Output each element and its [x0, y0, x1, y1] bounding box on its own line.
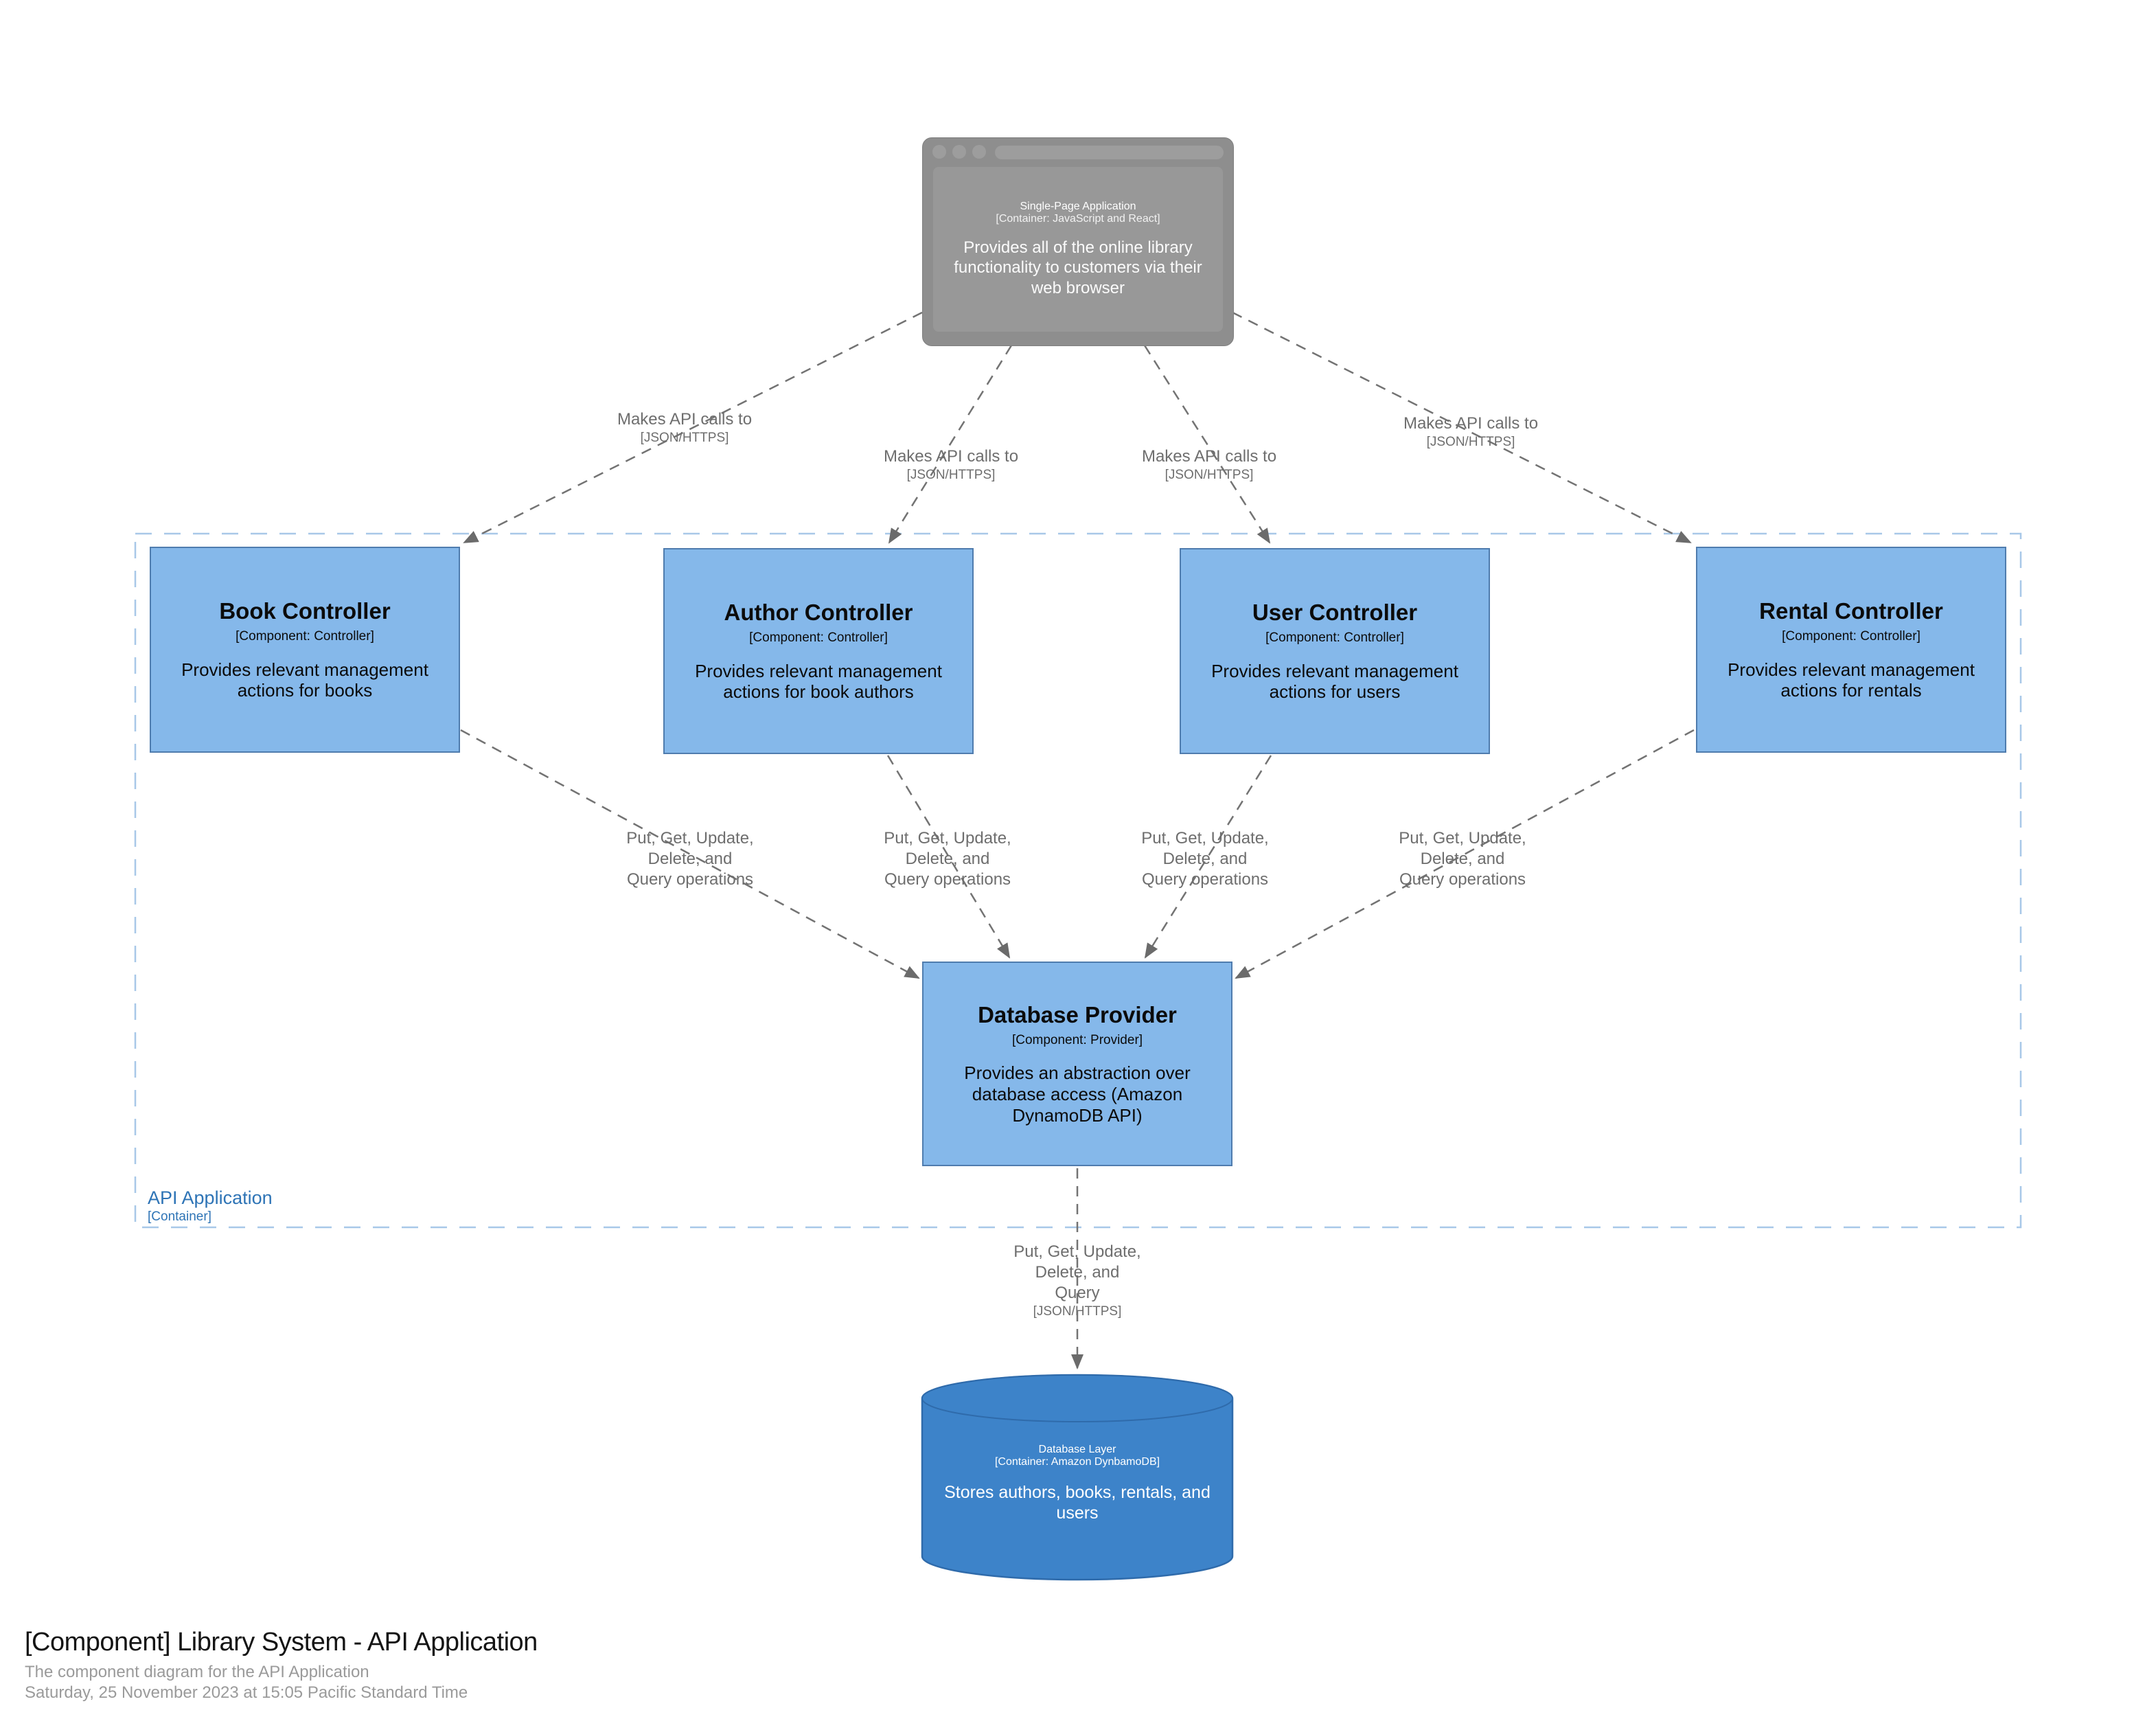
edge-label-text: Query operations — [1399, 870, 1526, 889]
edge-book-provider — [460, 729, 920, 979]
edge-label-text: Put, Get, Update, — [1013, 1242, 1141, 1261]
edge-label-text: Makes API calls to — [617, 410, 753, 429]
edge-label-api-calls-rental: Makes API calls to [JSON/HTTPS] — [1403, 413, 1538, 451]
node-single-page-application[interactable]: Single-Page Application [Container: Java… — [922, 137, 1234, 346]
edge-label-text: Query — [1055, 1284, 1100, 1302]
browser-content-pane: Single-Page Application [Container: Java… — [933, 167, 1223, 332]
browser-dot-icon — [932, 145, 946, 159]
diagram-title-block: [Component] Library System - API Applica… — [25, 1626, 538, 1703]
node-description: Stores authors, books, rentals, and user… — [944, 1483, 1211, 1523]
diagram-subtitle: The component diagram for the API Applic… — [25, 1663, 369, 1681]
edge-label-text: Put, Get, Update, — [626, 829, 754, 848]
node-type: [Component: Controller] — [1782, 628, 1920, 644]
edge-label-crud-database: Put, Get, Update, Delete, and Query [JSO… — [1013, 1242, 1140, 1320]
node-type: [Component: Controller] — [236, 628, 374, 644]
node-description: Provides relevant management actions for… — [1728, 659, 1975, 701]
browser-address-bar — [995, 146, 1224, 159]
boundary-label: API Application [Container] — [148, 1187, 273, 1225]
edge-label-text: Query operations — [626, 870, 754, 889]
node-title: Book Controller — [219, 598, 391, 624]
edge-label-text: Makes API calls to — [883, 447, 1019, 466]
node-rental-controller[interactable]: Rental Controller [Component: Controller… — [1696, 547, 2006, 753]
diagram-title: [Component] Library System - API Applica… — [25, 1628, 538, 1657]
diagram-timestamp: Saturday, 25 November 2023 at 15:05 Paci… — [25, 1683, 468, 1702]
node-database-layer[interactable]: Database Layer [Container: Amazon Dynbam… — [922, 1402, 1232, 1565]
node-title: Author Controller — [724, 599, 913, 625]
node-title: Database Layer — [1038, 1444, 1116, 1455]
node-description: Provides relevant management actions for… — [1211, 660, 1458, 703]
edge-label-text: Delete, and — [1035, 1263, 1120, 1282]
edge-label-api-calls-user: Makes API calls to [JSON/HTTPS] — [1142, 446, 1276, 484]
edge-spa-author — [888, 345, 1013, 544]
edge-author-provider — [886, 755, 1011, 959]
edge-label-crud-author: Put, Get, Update, Delete, and Query oper… — [884, 828, 1011, 890]
boundary-name: API Application — [148, 1187, 273, 1208]
edge-label-text: Put, Get, Update, — [1141, 829, 1269, 848]
node-title: Database Provider — [978, 1001, 1177, 1027]
node-type: [Component: Controller] — [749, 630, 888, 645]
edge-label-text: Delete, and — [1162, 850, 1248, 868]
edge-label-protocol: [JSON/HTTPS] — [640, 431, 729, 445]
database-cylinder-shape — [921, 1374, 1234, 1581]
edge-label-text: Makes API calls to — [1403, 414, 1539, 433]
edge-spa-user — [1143, 345, 1271, 544]
edge-label-crud-book: Put, Get, Update, Delete, and Query oper… — [626, 828, 753, 890]
node-database-provider[interactable]: Database Provider [Component: Provider] … — [922, 962, 1232, 1166]
edge-label-text: Query operations — [884, 870, 1011, 889]
edge-label-api-calls-book: Makes API calls to [JSON/HTTPS] — [617, 409, 752, 446]
node-author-controller[interactable]: Author Controller [Component: Controller… — [663, 548, 974, 754]
edge-spa-rental — [1232, 311, 1692, 544]
node-title: Rental Controller — [1759, 598, 1943, 624]
browser-dot-icon — [952, 145, 966, 159]
node-title: User Controller — [1252, 599, 1418, 625]
browser-dot-icon — [972, 145, 986, 159]
node-description: Provides relevant management actions for… — [695, 660, 942, 703]
edge-label-text: Put, Get, Update, — [1399, 829, 1526, 848]
edge-label-crud-rental: Put, Get, Update, Delete, and Query oper… — [1399, 828, 1526, 890]
edge-label-text: Put, Get, Update, — [884, 829, 1011, 848]
edge-rental-provider — [1235, 729, 1695, 979]
edge-label-text: Delete, and — [1420, 850, 1505, 868]
node-description: Provides an abstraction over database ac… — [964, 1062, 1191, 1126]
edge-label-text: Query operations — [1141, 870, 1269, 889]
edge-label-text: Makes API calls to — [1141, 447, 1277, 466]
edge-spa-book — [463, 311, 923, 544]
edge-label-text: Delete, and — [905, 850, 990, 868]
node-user-controller[interactable]: User Controller [Component: Controller] … — [1180, 548, 1490, 754]
node-type: [Component: Controller] — [1265, 630, 1404, 645]
edge-label-api-calls-author: Makes API calls to [JSON/HTTPS] — [884, 446, 1018, 484]
node-book-controller[interactable]: Book Controller [Component: Controller] … — [150, 547, 460, 753]
edge-label-protocol: [JSON/HTTPS] — [1033, 1304, 1122, 1319]
node-description: Provides all of the online library funct… — [954, 238, 1202, 297]
edge-label-protocol: [JSON/HTTPS] — [906, 468, 996, 482]
node-description: Provides relevant management actions for… — [181, 659, 428, 701]
edge-user-provider — [1144, 755, 1272, 959]
node-type: [Component: Provider] — [1011, 1032, 1143, 1047]
node-type: [Container: Amazon DynbamoDB] — [994, 1456, 1160, 1468]
node-type: [Container: JavaScript and React] — [996, 213, 1160, 225]
edge-label-crud-user: Put, Get, Update, Delete, and Query oper… — [1141, 828, 1268, 890]
edge-label-protocol: [JSON/HTTPS] — [1165, 468, 1254, 482]
node-title: Single-Page Application — [1020, 201, 1136, 213]
edge-label-protocol: [JSON/HTTPS] — [1426, 435, 1515, 449]
boundary-type: [Container] — [148, 1209, 211, 1224]
edge-label-text: Delete, and — [647, 850, 733, 868]
